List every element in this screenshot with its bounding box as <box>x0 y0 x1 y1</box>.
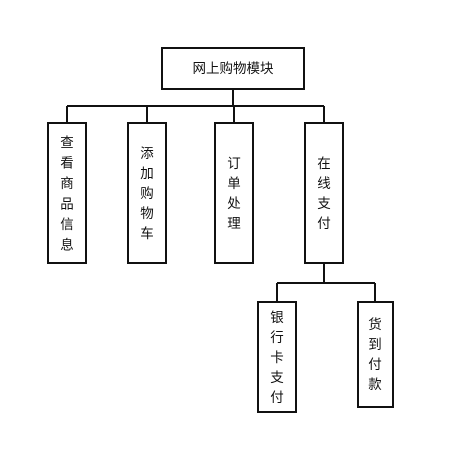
node-browse-label: 查看商品信息 <box>60 135 74 254</box>
node-cod: 货到付款 <box>357 301 394 408</box>
node-pay: 在线支付 <box>304 122 344 264</box>
node-cart: 添加购物车 <box>127 122 167 264</box>
node-cod-label: 货到付款 <box>368 316 382 393</box>
node-cart-label: 添加购物车 <box>140 146 154 242</box>
node-bank: 银行卡支付 <box>257 301 297 413</box>
node-bank-box <box>257 301 297 413</box>
node-pay-label: 在线支付 <box>317 156 331 232</box>
node-pay-box <box>304 122 344 264</box>
node-bank-label: 银行卡支付 <box>270 310 284 406</box>
root-node-box <box>161 47 305 90</box>
node-order-label: 订单处理 <box>227 156 241 232</box>
node-order-box <box>214 122 254 264</box>
root-node-label: 网上购物模块 <box>193 61 274 77</box>
connector-lines <box>66 89 376 302</box>
node-browse-box <box>47 122 87 264</box>
node-cod-box <box>357 301 394 408</box>
node-order: 订单处理 <box>214 122 254 264</box>
node-cart-box <box>127 122 167 264</box>
root-node: 网上购物模块 <box>161 47 305 90</box>
node-browse: 查看商品信息 <box>47 122 87 264</box>
